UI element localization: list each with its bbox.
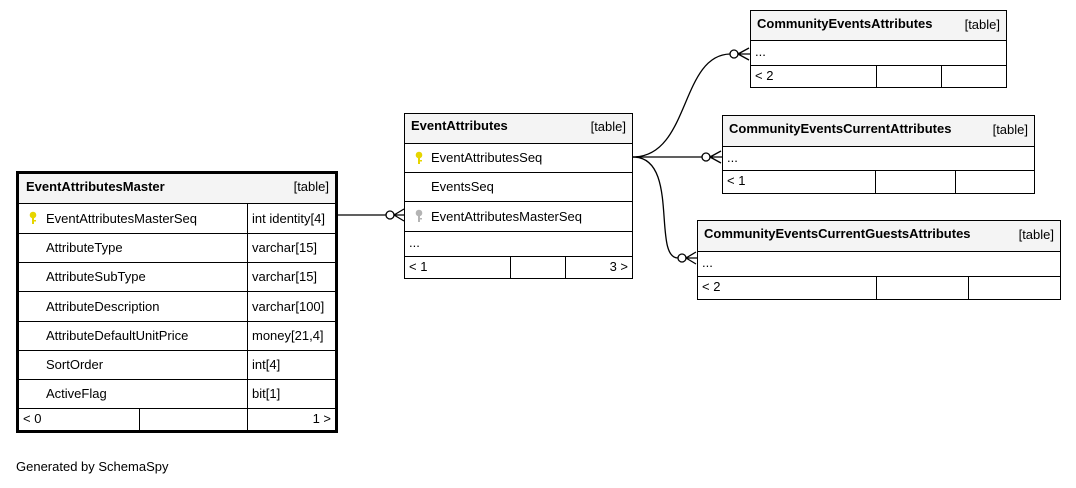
table-footer: < 1 3 > bbox=[405, 256, 632, 278]
generated-by-footer: Generated by SchemaSpy bbox=[16, 459, 169, 474]
primary-key-icon bbox=[415, 151, 423, 164]
edge-crowfoot bbox=[393, 208, 405, 222]
more-columns-row: ... bbox=[751, 40, 1006, 65]
table-header: EventAttributes [table] bbox=[405, 114, 632, 143]
column-name: AttributeDefaultUnitPrice bbox=[46, 328, 189, 343]
table-eventattributesmaster[interactable]: EventAttributesMaster [table] EventAttri… bbox=[16, 171, 338, 433]
column-name: EventAttributesMasterSeq bbox=[46, 211, 198, 226]
table-footer: < 1 bbox=[723, 170, 1034, 193]
edge-eventattributes-to-communityeventscurrentguestsattributes bbox=[632, 156, 679, 259]
table-footer: < 0 1 > bbox=[19, 408, 335, 430]
column-row: ActiveFlag bit[1] bbox=[19, 379, 335, 408]
table-name: CommunityEventsCurrentAttributes bbox=[729, 121, 952, 136]
table-type-label: [table] bbox=[992, 122, 1028, 137]
table-communityeventsattributes[interactable]: CommunityEventsAttributes [table] ... < … bbox=[750, 10, 1007, 88]
parent-count: < 1 bbox=[727, 173, 746, 188]
table-header: CommunityEventsAttributes [table] bbox=[751, 11, 1006, 40]
column-name: EventsSeq bbox=[431, 179, 494, 194]
ellipsis: ... bbox=[755, 44, 766, 59]
column-row: AttributeType varchar[15] bbox=[19, 233, 335, 262]
column-row: AttributeDefaultUnitPrice money[21,4] bbox=[19, 321, 335, 350]
column-row: AttributeSubType varchar[15] bbox=[19, 262, 335, 291]
column-type: varchar[100] bbox=[252, 299, 325, 314]
column-name: AttributeSubType bbox=[46, 269, 146, 284]
child-count: 3 > bbox=[609, 259, 628, 274]
ellipsis: ... bbox=[727, 150, 738, 165]
column-name: AttributeDescription bbox=[46, 299, 160, 314]
column-row: EventAttributesSeq bbox=[405, 143, 632, 172]
table-type-label: [table] bbox=[964, 17, 1000, 32]
table-communityeventscurrentattributes[interactable]: CommunityEventsCurrentAttributes [table]… bbox=[722, 115, 1035, 194]
foreign-key-icon bbox=[415, 209, 423, 222]
ellipsis: ... bbox=[409, 235, 420, 250]
table-footer: < 2 bbox=[751, 65, 1006, 87]
column-type: int identity[4] bbox=[252, 211, 325, 226]
column-row: EventsSeq bbox=[405, 172, 632, 201]
table-type-label: [table] bbox=[293, 179, 329, 194]
column-name: ActiveFlag bbox=[46, 386, 107, 401]
edge-eventattributes-to-communityeventsattributes bbox=[632, 53, 731, 158]
parent-count: < 0 bbox=[23, 411, 42, 426]
column-name: EventAttributesMasterSeq bbox=[431, 209, 583, 224]
more-columns-row: ... bbox=[405, 231, 632, 256]
table-type-label: [table] bbox=[590, 119, 626, 134]
column-type: int[4] bbox=[252, 357, 281, 372]
column-type: bit[1] bbox=[252, 386, 281, 401]
more-columns-row: ... bbox=[698, 251, 1060, 276]
table-header: CommunityEventsCurrentAttributes [table] bbox=[723, 116, 1034, 146]
primary-key-icon bbox=[29, 211, 37, 224]
table-name: CommunityEventsCurrentGuestsAttributes bbox=[704, 226, 971, 241]
column-type: money[21,4] bbox=[252, 328, 324, 343]
table-type-label: [table] bbox=[1018, 227, 1054, 242]
column-type: varchar[15] bbox=[252, 269, 318, 284]
column-name: SortOrder bbox=[46, 357, 104, 372]
table-eventattributes[interactable]: EventAttributes [table] EventAttributesS… bbox=[404, 113, 633, 279]
column-row: SortOrder int[4] bbox=[19, 350, 335, 379]
column-type: varchar[15] bbox=[252, 240, 318, 255]
table-name: CommunityEventsAttributes bbox=[757, 16, 933, 31]
parent-count: < 2 bbox=[702, 279, 721, 294]
table-header: EventAttributesMaster [table] bbox=[19, 174, 335, 203]
ellipsis: ... bbox=[702, 255, 713, 270]
table-name: EventAttributes bbox=[411, 118, 508, 133]
column-row: EventAttributesMasterSeq bbox=[405, 201, 632, 231]
child-count: 1 > bbox=[312, 411, 331, 426]
table-communityeventscurrentguestsattributes[interactable]: CommunityEventsCurrentGuestsAttributes [… bbox=[697, 220, 1061, 300]
column-name: AttributeType bbox=[46, 240, 123, 255]
parent-count: < 2 bbox=[755, 68, 774, 83]
table-name: EventAttributesMaster bbox=[26, 179, 165, 194]
table-header: CommunityEventsCurrentGuestsAttributes [… bbox=[698, 221, 1060, 251]
column-row: AttributeDescription varchar[100] bbox=[19, 291, 335, 321]
column-name: EventAttributesSeq bbox=[431, 150, 543, 165]
edge-zero-marker bbox=[385, 210, 395, 220]
table-footer: < 2 bbox=[698, 276, 1060, 299]
parent-count: < 1 bbox=[409, 259, 428, 274]
more-columns-row: ... bbox=[723, 146, 1034, 170]
column-row: EventAttributesMasterSeq int identity[4] bbox=[19, 203, 335, 233]
